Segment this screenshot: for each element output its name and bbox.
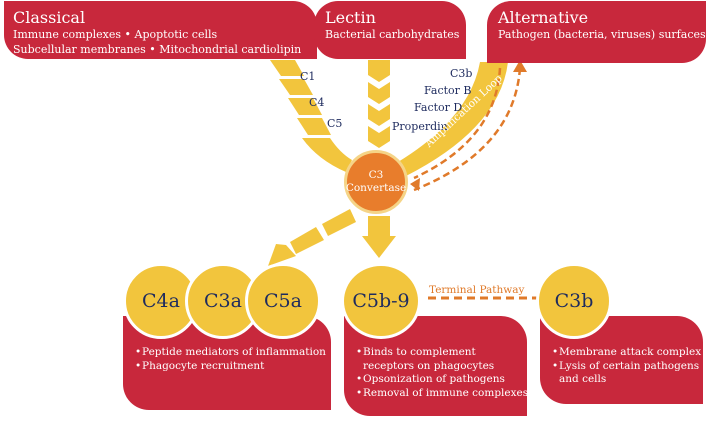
alternative-band	[398, 62, 508, 176]
c3b-outcome-2: Lysis of certain pathogens	[552, 360, 703, 374]
alternative-component-c3b: C3b	[450, 67, 473, 80]
amplification-loop-arrow-inner	[413, 67, 502, 180]
classical-line-2: Subcellular membranes • Mitochondrial ca…	[13, 43, 302, 56]
c3b-outcome-3: and cells	[559, 373, 607, 385]
convertase-label: Convertase	[345, 182, 407, 194]
alternative-component-factor-d: Factor D	[414, 101, 463, 114]
c3b-outcome-1: Membrane attack complex	[552, 346, 703, 360]
c3-label: C3	[368, 169, 384, 181]
mac-outcome-box: Binds to complement receptors on phagocy…	[344, 316, 528, 416]
c5a-circle: C5a	[245, 263, 321, 339]
alternative-pathway-box: Alternative Pathogen (bacteria, viruses)…	[487, 1, 706, 63]
alternative-title: Alternative	[498, 8, 589, 27]
c4a-circle: C4a	[123, 263, 199, 339]
mac-outcome-2-text: receptors on phagocytes	[363, 359, 495, 372]
loop-arrowhead-top	[513, 60, 527, 72]
c3b-label: C3b	[554, 290, 594, 312]
classical-component-c4: C4	[309, 96, 325, 109]
c3b-circle: C3b	[536, 263, 612, 339]
lectin-pathway-box: Lectin Bacterial carbohydrates	[314, 1, 466, 59]
mac-arrow	[362, 216, 396, 258]
alternative-line-1: Pathogen (bacteria, viruses) surfaces	[498, 28, 706, 41]
lectin-line-1: Bacterial carbohydrates	[325, 28, 460, 41]
c5a-label: C5a	[264, 290, 302, 312]
terminal-pathway-label: Terminal Pathway	[429, 284, 525, 296]
mac-outcome-1: Binds to complement	[356, 346, 527, 360]
classical-title: Classical	[13, 8, 86, 27]
classical-component-c1: C1	[300, 70, 316, 83]
classical-arrow	[270, 60, 352, 172]
amplification-loop-arrow-outer	[413, 67, 522, 192]
lectin-arrow	[368, 60, 390, 148]
classical-pathway-box: Classical Immune complexes • Apoptotic c…	[4, 1, 317, 59]
c3a-label: C3a	[204, 290, 242, 312]
c5b-9-circle: C5b-9	[341, 263, 421, 339]
anaphylatoxin-arrow	[268, 209, 356, 266]
anaphylatoxin-outcome-1: Peptide mediators of inflammation	[135, 346, 331, 360]
loop-arrowhead-bottom	[410, 178, 420, 191]
mac-outcome-4: Removal of immune complexes	[356, 387, 528, 401]
alternative-component-properdin: Properdin	[392, 120, 448, 133]
c4a-label: C4a	[142, 290, 180, 312]
c5b-9-label: C5b-9	[352, 290, 410, 312]
anaphylatoxin-outcome-2: Phagocyte recruitment	[135, 360, 331, 374]
c3-convertase-node: C3 Convertase	[344, 150, 408, 214]
classical-line-1: Immune complexes • Apoptotic cells	[13, 28, 218, 41]
mac-outcome-2: receptors on phagocytes	[356, 360, 527, 374]
classical-component-c5: C5	[327, 117, 343, 130]
alternative-component-factor-b: Factor B	[424, 84, 472, 97]
mac-outcome-3: Opsonization of pathogens	[356, 373, 527, 387]
lectin-title: Lectin	[325, 8, 376, 27]
